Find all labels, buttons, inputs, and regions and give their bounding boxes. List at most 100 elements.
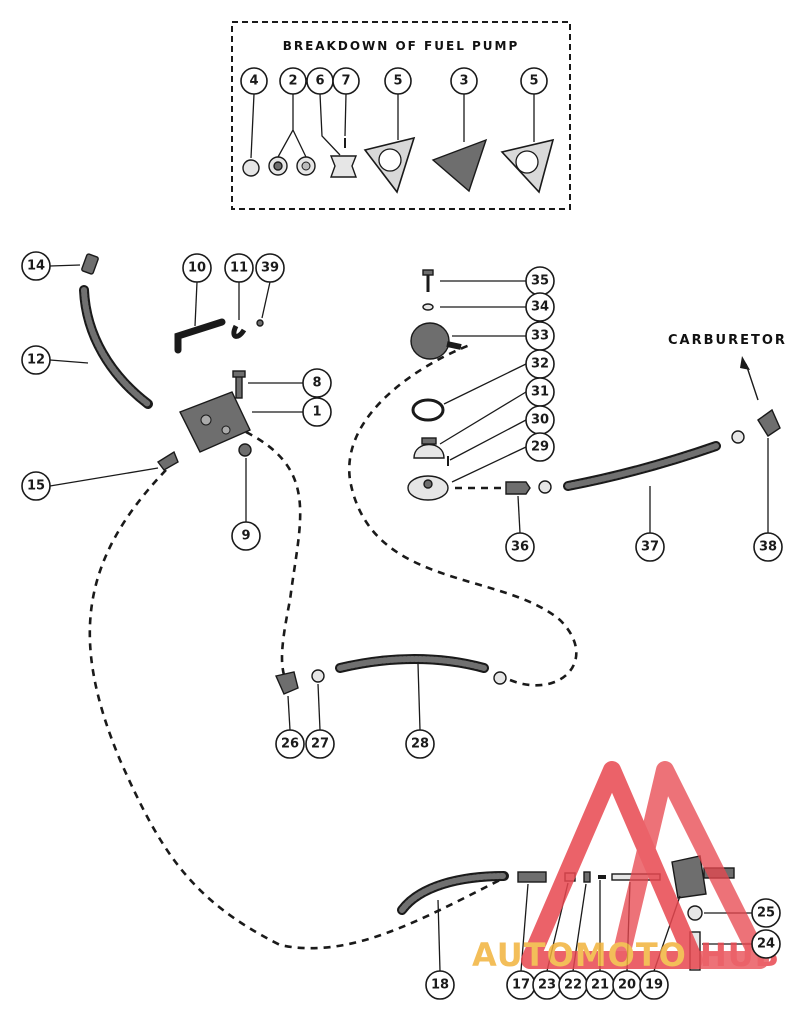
callout-14: 14 [21,251,51,281]
svg-text:17: 17 [512,978,530,993]
breakdown-title: BREAKDOWN OF FUEL PUMP [283,39,520,53]
svg-text:10: 10 [188,261,206,276]
svg-text:39: 39 [261,261,279,276]
svg-text:32: 32 [531,357,549,372]
svg-text:36: 36 [511,540,529,555]
svg-text:3: 3 [459,74,468,89]
fitting-14 [81,253,99,275]
callout-22: 22 [558,970,588,1000]
svg-text:27: 27 [311,737,329,752]
svg-text:9: 9 [241,529,250,544]
carburetor-arrow [745,363,759,401]
callout-30: 30 [525,405,555,435]
nut-28b [493,671,507,685]
callout-5b: 5 [520,67,548,95]
svg-text:7: 7 [341,74,350,89]
hose-18-core [399,873,507,913]
svg-text:19: 19 [645,978,663,993]
filter-cover-33 [410,322,450,360]
leader-14 [49,264,81,267]
callout-10: 10 [182,253,212,283]
svg-text:29: 29 [531,440,549,455]
elbow-10 [174,318,226,354]
watermark-logo: AUTOMOTO HUB [472,761,779,974]
filter-element-31-top [421,437,437,445]
leader-4 [250,93,255,159]
callout-9: 9 [231,521,261,551]
callout-4: 4 [240,67,268,95]
hose-12-core [81,287,151,407]
leader-27 [317,683,321,731]
leader-30 [449,419,527,461]
callout-8: 8 [302,368,332,398]
filter-element-31 [413,443,445,459]
check-valve-disc [242,159,260,177]
callout-11: 11 [224,253,254,283]
callout-21: 21 [585,970,615,1000]
svg-text:34: 34 [531,300,549,315]
pump-port-a [200,414,212,426]
leader-29 [451,446,527,483]
callout-33: 33 [525,321,555,351]
diaphragm-3 [431,138,488,193]
valve-19 [671,855,707,899]
fitting-15 [156,450,179,471]
callout-36: 36 [505,532,535,562]
svg-text:23: 23 [538,978,556,993]
connector-17 [517,871,547,883]
filter-base-29-port [423,479,433,489]
svg-text:22: 22 [564,978,582,993]
svg-text:15: 15 [27,479,45,494]
elbow-11 [231,324,247,339]
callout-32: 32 [525,349,555,379]
fuel-line-pump-to-26 [245,430,302,676]
nut-36b [538,480,552,494]
svg-text:11: 11 [230,261,248,276]
callout-38: 38 [753,532,783,562]
leader-39 [261,281,271,319]
callout-39: 39 [255,253,285,283]
callout-25: 25 [751,898,781,928]
svg-text:38: 38 [759,540,777,555]
carburetor-arrowhead [740,356,750,370]
nut-25 [687,905,703,921]
leader-12 [49,359,89,364]
leader-18 [437,899,441,972]
watermark-text-1: AUTOMOTO [472,936,687,974]
callout-29: 29 [525,432,555,462]
svg-text:5: 5 [529,74,538,89]
leader-26 [287,695,291,731]
leader-32 [443,363,527,405]
callout-23: 23 [532,970,562,1000]
svg-text:5: 5 [393,74,402,89]
washer-34 [422,303,434,311]
callout-15: 15 [21,471,51,501]
pump-port-b [221,425,231,435]
bolt-8-head [232,370,246,378]
callout-35: 35 [525,266,555,296]
callout-34: 34 [525,292,555,322]
svg-text:31: 31 [531,385,549,400]
callout-6: 6 [306,67,334,95]
callout-18: 18 [425,970,455,1000]
gasket-32 [411,398,445,422]
valve-retainer-b-core [301,161,311,171]
leader-6 [319,93,341,156]
fuel-line-28-to-filter [347,343,578,687]
watermark-triangle-right [611,761,769,969]
svg-text:33: 33 [531,329,549,344]
leader-10 [194,281,198,327]
hose-37-core [565,443,719,489]
leader-15 [49,467,159,487]
callout-7: 7 [332,67,360,95]
filter-cover-33-spout [446,341,462,350]
callout-2: 2 [279,67,307,95]
gasket-5a-hole [378,148,402,172]
elbow-38 [757,408,781,437]
callout-20: 20 [612,970,642,1000]
svg-text:20: 20 [618,978,636,993]
leader-28 [417,663,421,731]
svg-text:12: 12 [27,353,45,368]
